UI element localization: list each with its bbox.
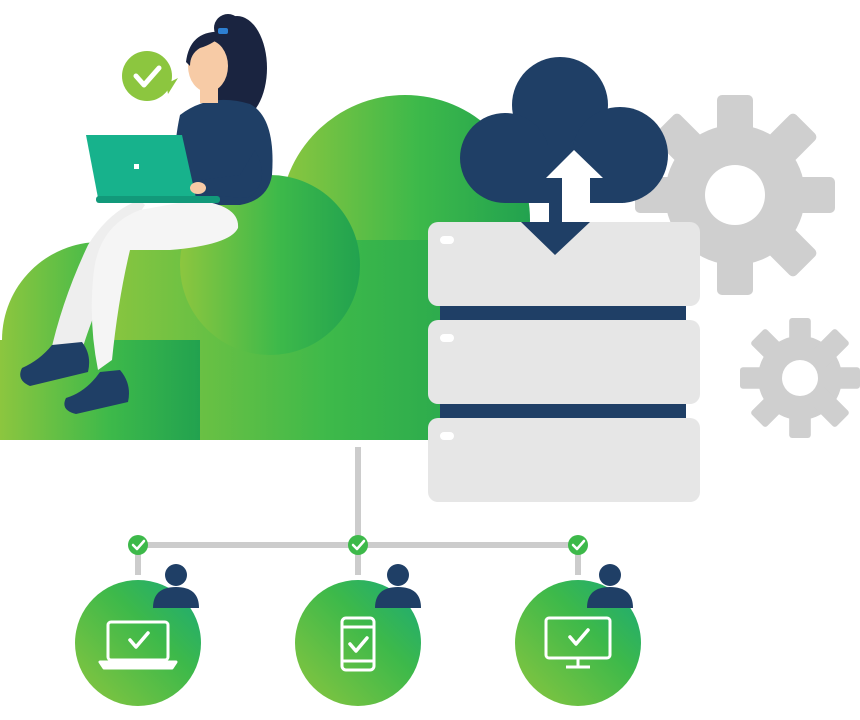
device-node-desktop: [515, 564, 641, 706]
checkmark-icon: [568, 628, 590, 646]
woman-with-laptop: [20, 14, 273, 414]
checkmark-icon: [128, 631, 150, 649]
user-icon: [153, 564, 199, 608]
gear-icon: [740, 318, 860, 438]
cloud-upload-icon: [460, 57, 668, 255]
server-stack-icon: [428, 222, 700, 502]
checkmark-icon: [348, 636, 369, 653]
user-icon: [587, 564, 633, 608]
smartphone-icon: [340, 616, 376, 672]
checkmark-icon: [128, 535, 148, 555]
checkmark-icon: [122, 51, 178, 101]
device-node-laptop: [75, 564, 201, 706]
gear-icon: [635, 95, 835, 295]
checkmark-icon: [568, 535, 588, 555]
desktop-monitor-icon: [544, 616, 612, 669]
device-node-phone: [295, 564, 421, 706]
checkmark-icon: [348, 535, 368, 555]
user-icon: [375, 564, 421, 608]
laptop-icon: [98, 620, 178, 670]
